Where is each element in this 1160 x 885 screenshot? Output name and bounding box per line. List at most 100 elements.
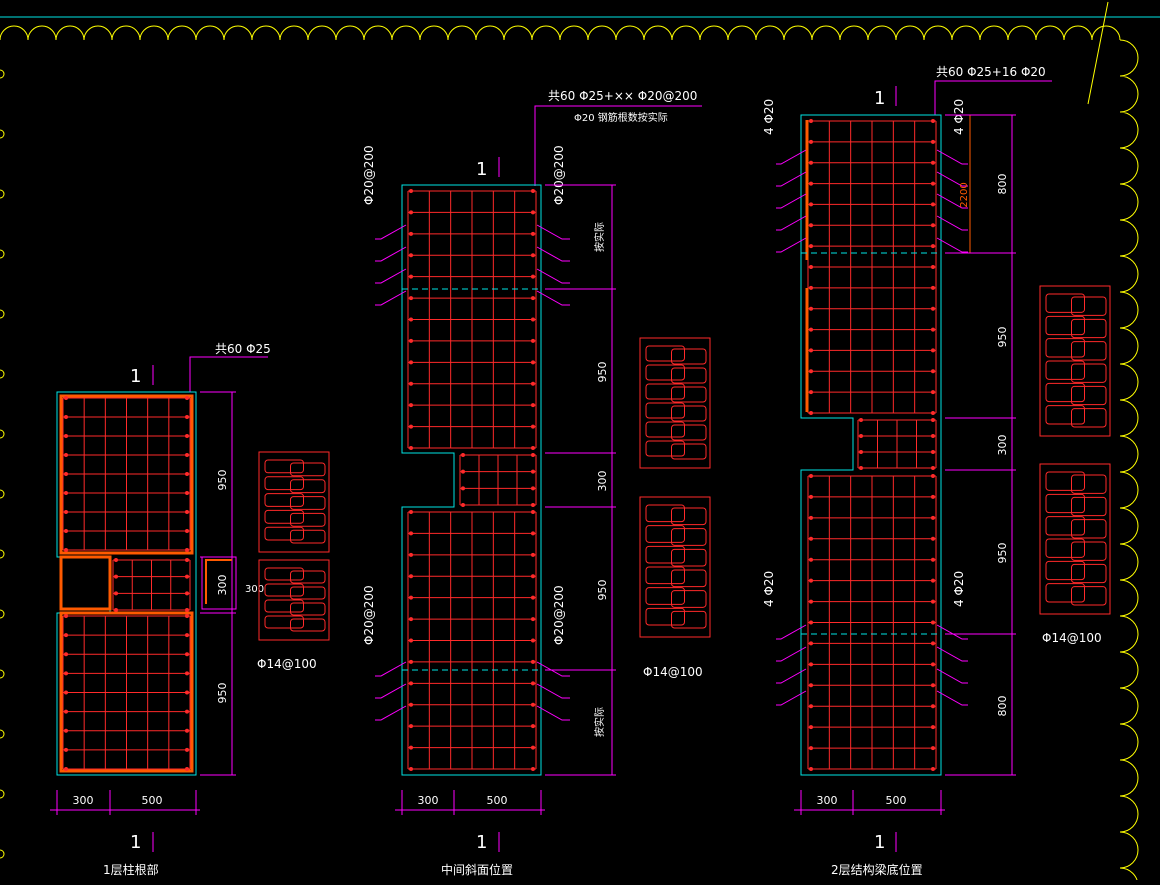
- section-1-dim-h-2: 500: [142, 794, 163, 807]
- section-2-rebar-grid: [407, 189, 537, 771]
- section-1-heavy-bar-notch: [59, 555, 112, 611]
- rebar-dot: [931, 494, 935, 499]
- section-2-dim-h-1: 300: [418, 794, 439, 807]
- section-3-side-label-tl: 4 Φ20: [762, 99, 776, 135]
- rebar-dot: [531, 617, 535, 622]
- rebar-dot: [409, 510, 413, 514]
- rebar-dot: [931, 683, 935, 688]
- rebar-dot: [931, 536, 935, 541]
- stirrup-hoop: [1071, 318, 1107, 339]
- rebar-dot: [409, 296, 413, 301]
- rebar-dot: [185, 591, 189, 596]
- stirrup-hoop: [671, 569, 707, 588]
- stirrup-hoop: [645, 383, 685, 400]
- rebar-dot: [809, 369, 813, 374]
- stirrup-hoop: [1071, 408, 1107, 428]
- rebar-dot: [409, 702, 413, 707]
- stirrup-hoop: [1045, 516, 1085, 536]
- stirrup-hoop: [290, 512, 326, 527]
- side-bar-leader: [936, 690, 968, 706]
- cloud-left-tick: [0, 729, 5, 739]
- rebar-dot: [531, 338, 535, 343]
- stirrup-hoop: [290, 529, 326, 544]
- stirrup-hoop: [1071, 496, 1107, 517]
- rebar-dot: [114, 591, 118, 596]
- stirrup-hoop: [264, 583, 304, 597]
- stirrup-hoop: [264, 493, 304, 507]
- cloud-left-tick: [0, 429, 5, 439]
- stirrup-hoop: [264, 509, 304, 524]
- rebar-dot: [114, 558, 118, 562]
- rebar-dot: [409, 338, 413, 343]
- side-bar-leader: [776, 237, 807, 253]
- rebar-dot: [809, 327, 813, 332]
- rebar-dot: [64, 529, 68, 533]
- stirrup-hoop: [290, 496, 326, 510]
- side-bar-leader: [375, 290, 407, 306]
- section-2: 1 共60 Φ25+×× Φ20@200 Φ20 钢筋根数按实际 Φ20@200…: [362, 89, 711, 877]
- rebar-dot: [809, 160, 813, 165]
- rebar-dot: [531, 360, 535, 365]
- section-3-side-label-bl: 4 Φ20: [762, 571, 776, 607]
- stirrup-hoop: [671, 610, 707, 629]
- rebar-dot: [64, 709, 68, 714]
- stirrup-hoop: [671, 386, 707, 403]
- stirrup-hoop: [1045, 360, 1085, 380]
- stirrup-hoop: [645, 525, 685, 543]
- rebar-dot: [809, 515, 813, 520]
- cloud-left-tick: [0, 669, 5, 679]
- stirrup-outline: [639, 337, 711, 469]
- stirrup-outline: [258, 451, 330, 553]
- section-1-rebar-grid: [62, 396, 191, 771]
- rebar-dot: [531, 453, 535, 457]
- rebar-dot: [461, 503, 465, 507]
- section-2-stirrup-label: Φ14@100: [643, 665, 703, 679]
- rebar-dot: [185, 614, 189, 618]
- rebar-dot: [531, 595, 535, 600]
- stirrup-hoop: [645, 364, 685, 381]
- stirrup-hoop: [671, 443, 707, 460]
- rebar-dot: [185, 690, 189, 695]
- side-bar-leader: [936, 171, 968, 187]
- rebar-dot: [185, 510, 189, 514]
- rebar-dot: [931, 160, 935, 165]
- rebar-dot: [809, 348, 813, 353]
- stirrup-hoop: [264, 615, 304, 629]
- section-2-dim-h-2: 500: [487, 794, 508, 807]
- rebar-dot: [409, 253, 413, 258]
- stirrup-outline: [258, 559, 330, 641]
- section-1-mark: 1: [130, 366, 141, 387]
- rebar-dot: [409, 317, 413, 322]
- section-3-dim-h-1: 300: [817, 794, 838, 807]
- stirrup-hoop: [264, 567, 304, 581]
- rebar-dot: [64, 472, 68, 476]
- section-2-main-bar-leader: [534, 105, 702, 186]
- rebar-dot: [409, 659, 413, 664]
- rebar-dot: [461, 486, 465, 491]
- side-bar-leader: [375, 268, 407, 284]
- section-2-dim-v-3: 300: [596, 471, 609, 492]
- rebar-dot: [531, 296, 535, 301]
- rebar-dot: [931, 265, 935, 269]
- rebar-dot: [809, 662, 813, 667]
- section-1-notch-dim: 300: [245, 584, 264, 595]
- rebar-dot: [809, 704, 813, 709]
- section-1-main-bar-label: 共60 Φ25: [215, 342, 271, 356]
- stirrup-hoop: [1045, 538, 1085, 558]
- rebar-dot: [64, 434, 68, 438]
- rebar-dot: [931, 390, 935, 395]
- rebar-dot: [931, 434, 935, 438]
- rebar-dot: [409, 274, 413, 279]
- section-3-dimensions: [794, 114, 1016, 815]
- stirrup-hoop: [264, 526, 304, 541]
- stirrup-hoop: [1045, 338, 1085, 358]
- rebar-dot: [931, 450, 935, 454]
- rebar-dot: [185, 491, 189, 495]
- stirrup-hoop: [645, 440, 685, 457]
- section-1-dim-v-2: 300: [216, 575, 229, 596]
- rebar-dot: [809, 411, 813, 415]
- section-2-caption: 中间斜面位置: [441, 862, 513, 877]
- rebar-dot: [931, 466, 935, 470]
